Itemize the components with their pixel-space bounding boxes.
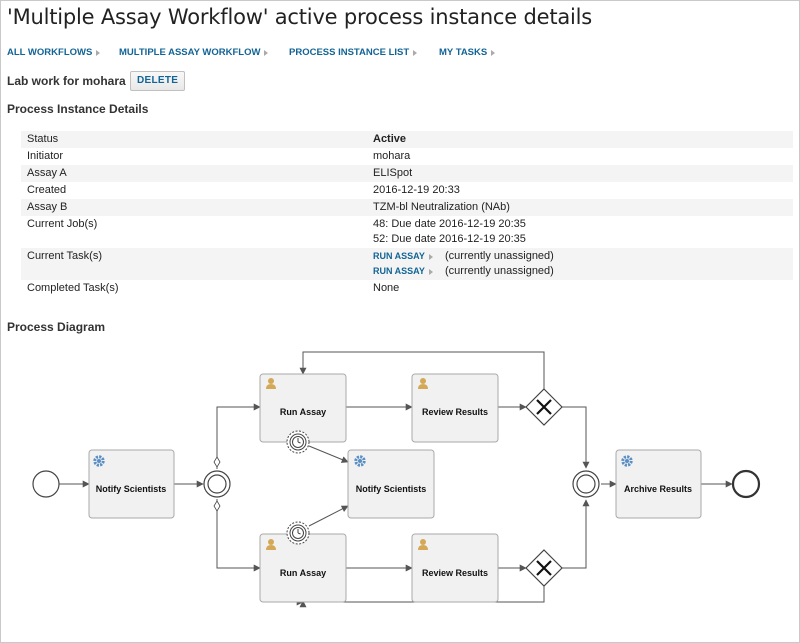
row-key: Initiator xyxy=(27,150,64,162)
row-value: None xyxy=(373,282,400,294)
node-label: Review Results xyxy=(422,568,488,578)
node-label: Run Assay xyxy=(280,568,326,578)
row-value: ELISpot xyxy=(367,165,793,182)
row-value: 2016-12-19 20:33 xyxy=(373,184,460,196)
timer-icon xyxy=(286,521,310,545)
node-label: Run Assay xyxy=(280,407,326,417)
flow-timer1-to-notify2 xyxy=(308,445,349,463)
run-assay-link[interactable]: RUN ASSAY xyxy=(373,249,445,264)
chevron-right-icon xyxy=(96,49,101,56)
row-key: Current Task(s) xyxy=(21,248,367,280)
row-key: Status xyxy=(21,131,367,148)
flow-gateway1-loop xyxy=(299,351,545,389)
node-label: Review Results xyxy=(422,407,488,417)
table-row: Current Job(s) 48: Due date 2016-12-19 20… xyxy=(21,216,793,248)
details-heading: Process Instance Details xyxy=(7,102,149,116)
task-assignee: (currently unassigned) xyxy=(445,265,554,277)
task-review-results-1[interactable] xyxy=(411,373,499,443)
chevron-right-icon xyxy=(428,253,433,260)
chevron-right-icon xyxy=(264,49,269,56)
nav-label: MY TASKS xyxy=(439,47,488,58)
delete-button[interactable]: DELETE xyxy=(130,71,186,91)
flow-fork-to-run1 xyxy=(216,403,261,469)
table-row: Completed Task(s) None xyxy=(21,280,793,297)
chevron-right-icon xyxy=(491,49,496,56)
breadcrumb-nav: ALL WORKFLOWS MULTIPLE ASSAY WORKFLOW PR… xyxy=(7,47,496,58)
task-item: RUN ASSAY (currently unassigned) xyxy=(373,249,787,264)
node-label: Notify Scientists xyxy=(96,484,167,494)
job-item: 52: Due date 2016-12-19 20:35 xyxy=(373,233,526,245)
job-item: 48: Due date 2016-12-19 20:35 xyxy=(373,218,526,230)
row-key: Completed Task(s) xyxy=(27,282,119,294)
row-key: Assay A xyxy=(21,165,367,182)
task-notify-scientists-1[interactable] xyxy=(88,449,175,519)
flow-gateway1-to-join xyxy=(562,406,590,469)
flow-fork-to-run2 xyxy=(216,499,261,572)
nav-my-tasks[interactable]: MY TASKS xyxy=(439,47,496,58)
run-assay-link[interactable]: RUN ASSAY xyxy=(373,264,445,279)
task-notify-scientists-2[interactable] xyxy=(347,449,435,519)
start-event xyxy=(32,470,60,498)
end-event xyxy=(731,469,761,499)
task-review-results-2[interactable] xyxy=(411,533,499,603)
nav-all-workflows[interactable]: ALL WORKFLOWS xyxy=(7,47,119,58)
row-value: TZM-bl Neutralization (NAb) xyxy=(367,199,793,216)
task-link-label: RUN ASSAY xyxy=(373,251,425,261)
chevron-right-icon xyxy=(428,268,433,275)
task-archive-results[interactable] xyxy=(615,449,702,519)
nav-label: MULTIPLE ASSAY WORKFLOW xyxy=(119,47,261,58)
nav-label: ALL WORKFLOWS xyxy=(7,47,93,58)
flow-gateway2-loop xyxy=(303,586,545,603)
nav-label: PROCESS INSTANCE LIST xyxy=(289,47,410,58)
task-item: RUN ASSAY (currently unassigned) xyxy=(373,264,787,279)
flow-timer2-to-notify2 xyxy=(308,505,349,527)
table-row: Initiator mohara xyxy=(21,148,793,165)
timer-icon xyxy=(286,430,310,454)
node-label: Archive Results xyxy=(624,484,692,494)
task-link-label: RUN ASSAY xyxy=(373,266,425,276)
table-row: Current Task(s) RUN ASSAY (currently unas… xyxy=(21,248,793,280)
row-value: 48: Due date 2016-12-19 20:35 52: Due dat… xyxy=(367,216,793,248)
diagram-heading: Process Diagram xyxy=(7,320,106,334)
row-key: Created xyxy=(27,184,67,196)
row-key: Current Job(s) xyxy=(27,218,98,230)
nav-multiple-assay-workflow[interactable]: MULTIPLE ASSAY WORKFLOW xyxy=(119,47,289,58)
row-value: mohara xyxy=(373,150,411,162)
task-assignee: (currently unassigned) xyxy=(445,250,554,262)
chevron-right-icon xyxy=(413,49,418,56)
instance-label: Lab work for mohara xyxy=(7,74,126,88)
exclusive-gateway-icon xyxy=(525,388,563,426)
exclusive-gateway-icon xyxy=(525,549,563,587)
page-title: 'Multiple Assay Workflow' active process… xyxy=(7,5,593,29)
row-value: RUN ASSAY (currently unassigned) RUN ASSA… xyxy=(367,248,793,280)
status-value: Active xyxy=(367,131,793,148)
node-label: Notify Scientists xyxy=(356,484,427,494)
flow-gateway2-to-join xyxy=(562,499,590,569)
process-diagram: Notify Scientists Run Assay Review Resul… xyxy=(32,351,761,608)
row-key: Assay B xyxy=(21,199,367,216)
table-row: Created 2016-12-19 20:33 xyxy=(21,182,793,199)
nav-process-instance-list[interactable]: PROCESS INSTANCE LIST xyxy=(289,47,439,58)
